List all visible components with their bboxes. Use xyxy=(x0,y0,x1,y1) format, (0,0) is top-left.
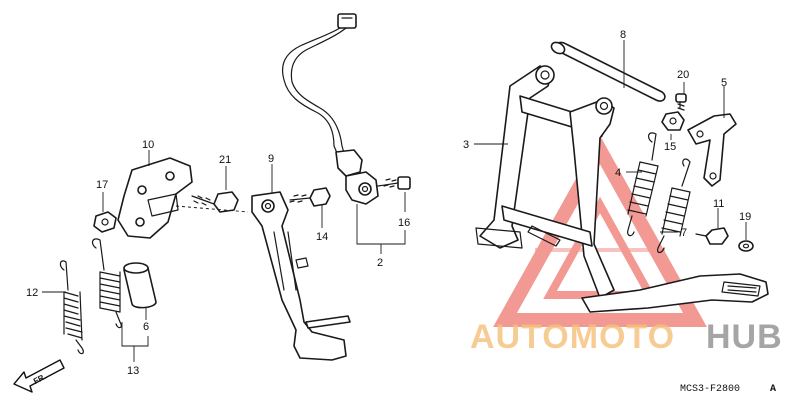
spring-7 xyxy=(657,158,691,254)
callout-label: 15 xyxy=(664,141,676,153)
callout-label: 2 xyxy=(377,257,383,269)
callout-label: 9 xyxy=(268,153,274,165)
callout-label: 17 xyxy=(96,179,108,191)
spring-4 xyxy=(627,132,659,237)
callout-label: 16 xyxy=(398,217,410,229)
stand-shaft xyxy=(550,41,666,102)
stopper-plate xyxy=(687,113,737,187)
callout-label: 8 xyxy=(620,29,626,41)
foot-pedal xyxy=(581,273,769,313)
stand-bolt xyxy=(695,227,729,245)
callout-label: 21 xyxy=(219,154,231,166)
collar xyxy=(123,262,157,309)
callout-label: 3 xyxy=(463,139,469,151)
callout-label: 19 xyxy=(739,211,751,223)
switch-bolt xyxy=(377,176,411,190)
callout-label: 14 xyxy=(316,231,328,243)
diagram-code: MCS3-F2800 A xyxy=(680,384,776,395)
callouts: 2 3 4 5 6 7 8 9 10 11 12 13 14 15 16 17 … xyxy=(26,29,751,377)
stand-bracket xyxy=(117,157,193,239)
callout-label: 4 xyxy=(615,167,621,179)
watermark-part-b: HUB xyxy=(706,318,783,356)
watermark-part-a: AUTOMOTO xyxy=(470,318,675,356)
assembly-line xyxy=(175,205,249,213)
screw xyxy=(675,93,687,111)
side-stand-switch xyxy=(281,13,379,205)
callout-label: 11 xyxy=(713,198,724,210)
callout-label: 13 xyxy=(127,365,139,377)
leader-lines xyxy=(42,40,747,362)
main-stand xyxy=(475,65,615,299)
callout-label: 6 xyxy=(143,321,149,333)
spring-outer xyxy=(59,260,84,355)
pivot-bolt xyxy=(289,187,331,207)
washer xyxy=(738,240,754,252)
callout-label: 5 xyxy=(721,77,727,89)
callout-label: 10 xyxy=(142,139,154,151)
spring-inner xyxy=(91,238,122,329)
callout-label: 7 xyxy=(681,227,687,239)
nut xyxy=(93,211,117,233)
callout-label: 12 xyxy=(26,287,38,299)
callout-label: 20 xyxy=(677,69,689,81)
side-stand xyxy=(251,191,351,361)
diagram-code-suffix: A xyxy=(770,384,776,395)
pivot-nut xyxy=(661,111,685,131)
watermark-text: AUTOMOTO HUB xyxy=(470,318,783,356)
diagram-code-text: MCS3-F2800 xyxy=(680,384,740,395)
bracket-bolt xyxy=(191,191,239,213)
front-direction-arrow: FR. xyxy=(13,359,65,393)
